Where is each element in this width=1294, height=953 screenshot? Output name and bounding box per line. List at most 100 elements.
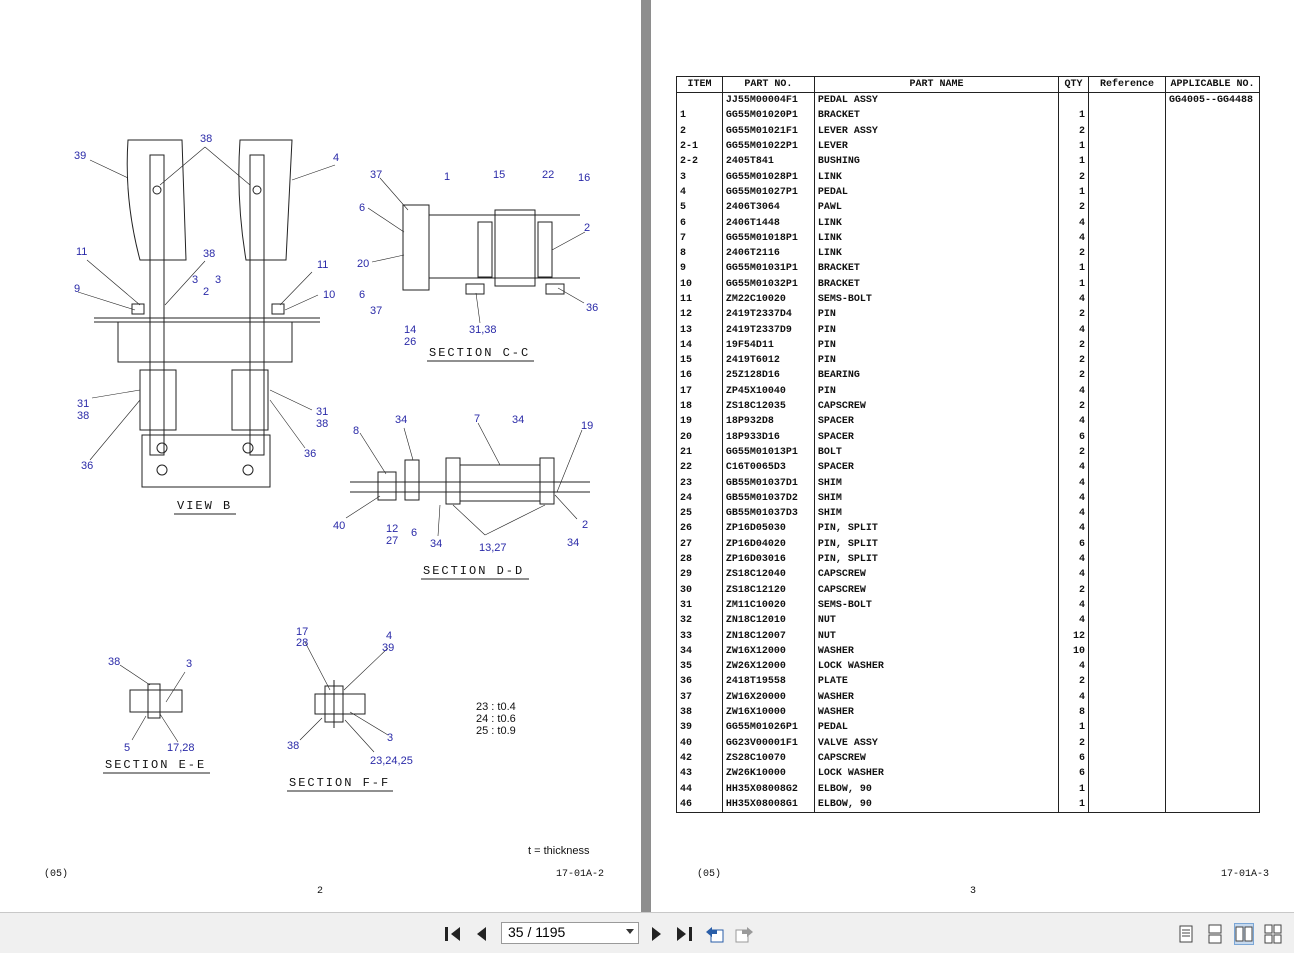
go-back-view-button[interactable] bbox=[704, 923, 726, 945]
cell-reference bbox=[1088, 123, 1166, 139]
cell-part-no: ZS18C12040 bbox=[721, 567, 815, 583]
cell-item: 12 bbox=[676, 307, 723, 323]
header-applicable-no: APPLICABLE NO. bbox=[1164, 76, 1261, 93]
callout-cc-36: 36 bbox=[586, 302, 598, 314]
cell-reference bbox=[1088, 720, 1166, 736]
cell-reference bbox=[1088, 643, 1166, 659]
cell-item: 25 bbox=[676, 506, 723, 522]
cell-part-name: VALVE ASSY bbox=[813, 735, 1060, 751]
cell-applicable-no bbox=[1164, 184, 1261, 201]
cell-part-no: GG55M01026P1 bbox=[721, 720, 815, 736]
cell-reference bbox=[1088, 169, 1166, 185]
facing-view-button[interactable] bbox=[1234, 923, 1254, 945]
cell-part-no: 18P932D8 bbox=[721, 414, 815, 430]
cell-qty: 1 bbox=[1058, 138, 1090, 155]
cell-part-name: LINK bbox=[813, 215, 1060, 231]
cell-item: 2-1 bbox=[676, 138, 723, 155]
cell-qty: 1 bbox=[1058, 781, 1090, 797]
cell-reference bbox=[1088, 658, 1166, 675]
cell-part-no: 2406T3064 bbox=[721, 200, 815, 216]
callout-38d: 38 bbox=[316, 418, 328, 430]
cell-applicable-no bbox=[1164, 261, 1261, 277]
cell-reference bbox=[1088, 414, 1166, 430]
cell-part-name: BOLT bbox=[813, 444, 1060, 461]
callout-38b: 38 bbox=[203, 248, 215, 260]
first-page-button[interactable] bbox=[442, 923, 464, 945]
cell-part-no: GG55M01032P1 bbox=[721, 276, 815, 292]
continuous-view-button[interactable] bbox=[1206, 924, 1224, 944]
header-item: ITEM bbox=[676, 76, 723, 93]
cell-reference bbox=[1088, 307, 1166, 323]
cell-part-no: GB55M01037D1 bbox=[721, 475, 815, 491]
cell-part-name: NUT bbox=[813, 613, 1060, 629]
cell-item: 37 bbox=[676, 689, 723, 705]
cell-part-no: 2418T19558 bbox=[721, 674, 815, 690]
single-page-icon bbox=[1179, 925, 1193, 943]
cell-applicable-no bbox=[1164, 567, 1261, 583]
last-page-button[interactable] bbox=[673, 923, 695, 945]
cell-part-no: ZW16X20000 bbox=[721, 689, 815, 705]
cell-applicable-no bbox=[1164, 200, 1261, 216]
section-cc-drawing bbox=[402, 204, 580, 295]
cell-part-no: 2406T1448 bbox=[721, 215, 815, 231]
page-number-select[interactable]: 35 / 1195 bbox=[501, 922, 639, 944]
cell-part-no: 2419T6012 bbox=[721, 353, 815, 369]
cell-part-name: BRACKET bbox=[813, 108, 1060, 124]
cell-reference bbox=[1088, 460, 1166, 476]
footer-page-number: 2 bbox=[317, 886, 324, 897]
cell-item: 2 bbox=[676, 123, 723, 139]
cell-item: 23 bbox=[676, 475, 723, 491]
cell-item: 7 bbox=[676, 230, 723, 246]
cell-applicable-no bbox=[1164, 398, 1261, 415]
cell-part-no: GB55M01037D2 bbox=[721, 490, 815, 507]
cell-qty: 1 bbox=[1058, 261, 1090, 277]
cell-item: 16 bbox=[676, 368, 723, 384]
single-page-view-button[interactable] bbox=[1177, 924, 1195, 944]
cell-applicable-no bbox=[1164, 291, 1261, 308]
cell-qty: 2 bbox=[1058, 444, 1090, 461]
callout-9: 9 bbox=[74, 283, 80, 295]
cell-qty: 2 bbox=[1058, 245, 1090, 262]
next-page-button[interactable] bbox=[646, 923, 668, 945]
cell-applicable-no bbox=[1164, 720, 1261, 736]
cell-part-name: SHIM bbox=[813, 506, 1060, 522]
cell-reference bbox=[1088, 521, 1166, 537]
cell-qty: 2 bbox=[1058, 337, 1090, 354]
cell-item: 3 bbox=[676, 169, 723, 185]
cell-part-name: PEDAL ASSY bbox=[813, 92, 1060, 109]
header-part-no: PART NO. bbox=[721, 76, 815, 93]
cell-part-name: SHIM bbox=[813, 490, 1060, 507]
previous-page-button[interactable] bbox=[470, 923, 492, 945]
go-forward-view-button[interactable] bbox=[733, 923, 755, 945]
cell-applicable-no bbox=[1164, 781, 1261, 797]
callout-31: 31 bbox=[77, 398, 89, 410]
cell-qty: 8 bbox=[1058, 704, 1090, 721]
cell-reference bbox=[1088, 261, 1166, 277]
cell-applicable-no bbox=[1164, 353, 1261, 369]
continuous-facing-view-button[interactable] bbox=[1264, 924, 1282, 944]
callout-dd-19: 19 bbox=[581, 420, 593, 432]
callout-38c: 38 bbox=[77, 410, 89, 422]
cell-qty: 4 bbox=[1058, 658, 1090, 675]
cell-qty: 10 bbox=[1058, 643, 1090, 659]
previous-page-icon bbox=[477, 927, 486, 941]
cell-reference bbox=[1088, 475, 1166, 491]
cell-applicable-no bbox=[1164, 108, 1261, 124]
callout-ee-5: 5 bbox=[124, 742, 130, 754]
callout-cc-6b: 6 bbox=[359, 289, 365, 301]
